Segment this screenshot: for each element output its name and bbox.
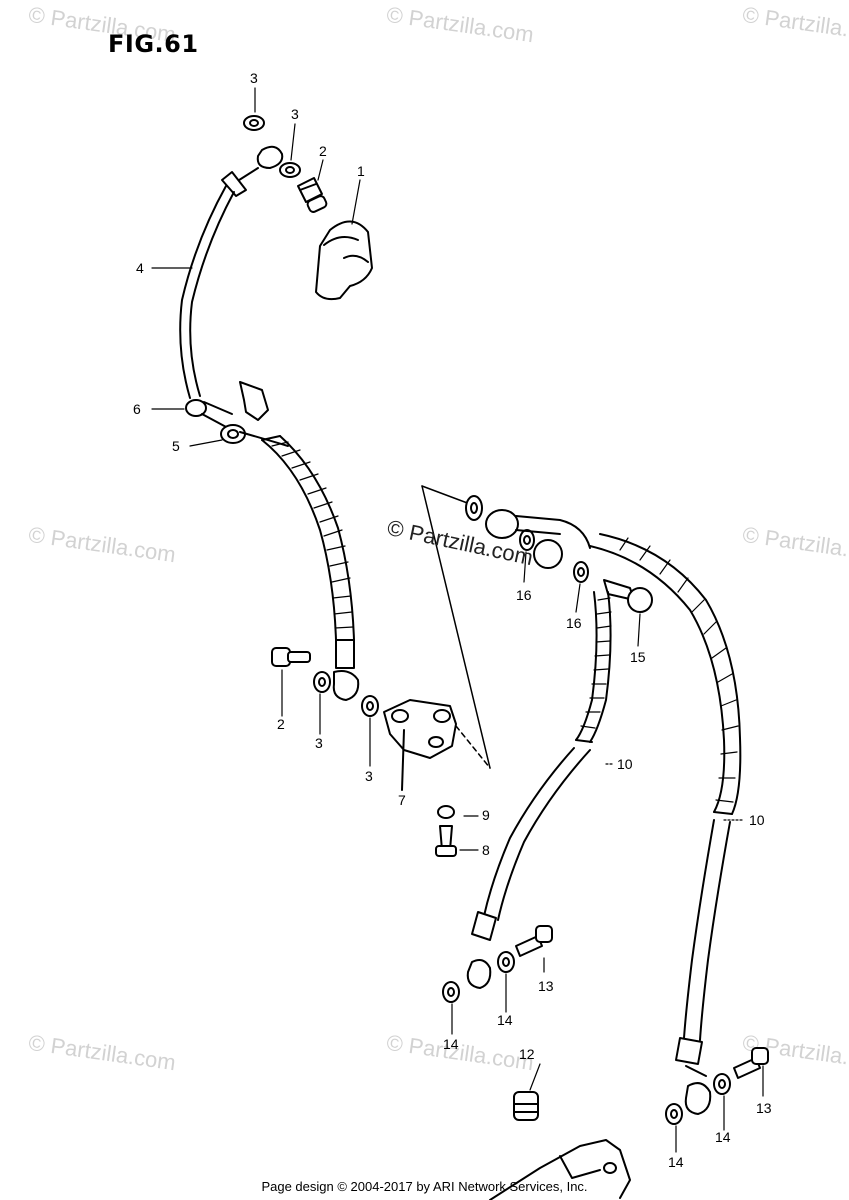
part-6-grommet xyxy=(185,399,233,429)
part-10-hose-right xyxy=(589,533,742,1115)
callout-3: 3 xyxy=(315,735,323,751)
callout-15: 15 xyxy=(630,649,646,665)
part-15-bolt xyxy=(603,579,653,613)
callout-12: 12 xyxy=(519,1046,535,1062)
part-2-bolt-lower xyxy=(271,647,311,667)
part-8-bolt xyxy=(435,825,457,857)
part-14-washer xyxy=(713,1073,731,1095)
part-9-washer xyxy=(437,805,455,819)
callout-2: 2 xyxy=(319,143,327,159)
callout-14: 14 xyxy=(497,1012,513,1028)
callout-9: 9 xyxy=(482,807,490,823)
callout-16: 16 xyxy=(566,615,582,631)
part-13-bolt-right xyxy=(733,1047,769,1079)
callout-3: 3 xyxy=(365,768,373,784)
callout-3: 3 xyxy=(250,70,258,86)
part-5-lower-hose xyxy=(239,431,360,701)
callout-4: 4 xyxy=(136,260,144,276)
part-5-clamp xyxy=(220,381,269,444)
callout-13: 13 xyxy=(756,1100,772,1116)
callout-8: 8 xyxy=(482,842,490,858)
part-1-cover xyxy=(315,220,373,301)
part-14-washer xyxy=(665,1103,683,1125)
bracket xyxy=(489,1139,631,1200)
callout-6: 6 xyxy=(133,401,141,417)
callout-16: 16 xyxy=(516,587,532,603)
part-10-hose-left xyxy=(466,591,612,989)
figure-title: FIG.61 xyxy=(108,30,199,58)
callout-1: 1 xyxy=(357,163,365,179)
callout-14: 14 xyxy=(715,1129,731,1145)
part-3-washer xyxy=(279,162,301,178)
part-14-washer xyxy=(497,951,515,973)
part-12-grommet xyxy=(513,1091,539,1121)
callout-3: 3 xyxy=(291,106,299,122)
callout-10: 10 xyxy=(749,812,765,828)
callout-14: 14 xyxy=(668,1154,684,1170)
part-13-bolt-left xyxy=(515,925,553,957)
callout-14: 14 xyxy=(443,1036,459,1052)
part-2-bolt-top xyxy=(297,177,328,213)
part-3-washer xyxy=(313,671,331,693)
page-footer: Page design © 2004-2017 by ARI Network S… xyxy=(261,1179,588,1194)
callout-10: 10 xyxy=(617,756,633,772)
callout-13: 13 xyxy=(538,978,554,994)
callout-7: 7 xyxy=(398,792,406,808)
part-14-washer xyxy=(442,981,460,1003)
part-3-washer xyxy=(243,115,265,131)
callout-5: 5 xyxy=(172,438,180,454)
part-7-brake-joint xyxy=(383,699,457,791)
part-16-washers xyxy=(465,495,589,583)
part-3-washer xyxy=(361,695,379,717)
part-4-brake-hose xyxy=(179,145,284,399)
part-16-fittings xyxy=(485,509,591,569)
callout-2: 2 xyxy=(277,716,285,732)
